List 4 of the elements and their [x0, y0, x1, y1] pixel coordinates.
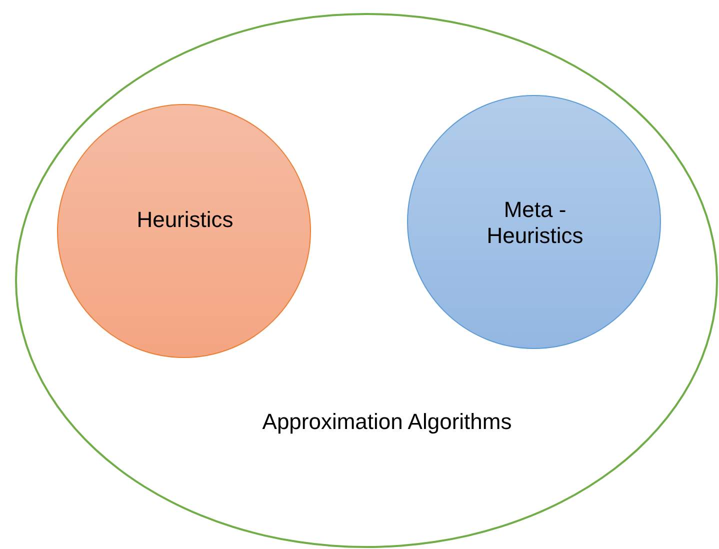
set-label: Heuristics	[136, 207, 234, 233]
set-label: Approximation Algorithms	[261, 409, 513, 435]
set-label: Meta - Heuristics	[486, 197, 584, 249]
set-ellipse	[15, 13, 718, 548]
